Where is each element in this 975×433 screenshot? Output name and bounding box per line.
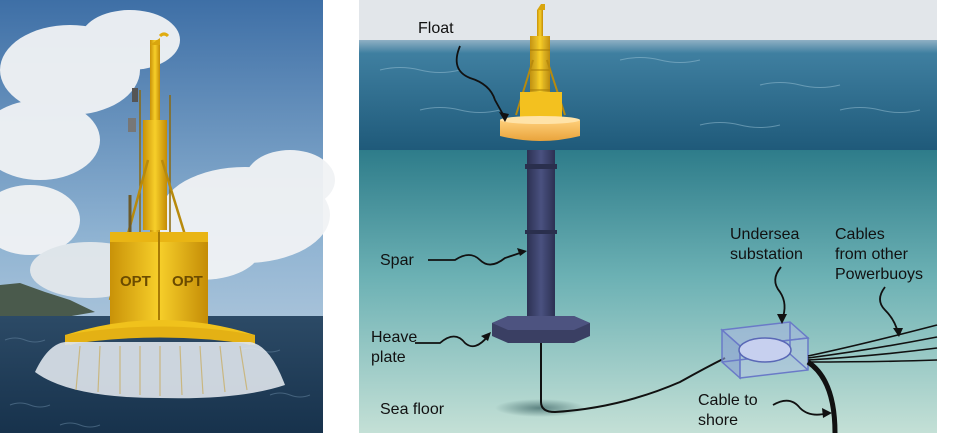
label-substation-line2: substation bbox=[730, 246, 803, 263]
label-cables-line1: Cables bbox=[835, 226, 885, 243]
buoy-photo: OPT OPT bbox=[0, 0, 335, 433]
label-cable-to-shore-line2: shore bbox=[698, 412, 738, 429]
label-spar: Spar bbox=[380, 252, 414, 269]
callout-lines bbox=[415, 45, 899, 416]
label-sea-floor: Sea floor bbox=[380, 401, 445, 418]
buoy-mast bbox=[515, 4, 566, 118]
photo-mountain bbox=[0, 283, 95, 318]
label-heave-plate-line1: Heave bbox=[371, 329, 417, 346]
float bbox=[500, 120, 580, 141]
powerbuoy-diagram: Float Spar Heave plate Sea floor Underse… bbox=[359, 0, 938, 433]
cable-to-substation bbox=[540, 343, 726, 414]
seafloor-shadow bbox=[495, 399, 585, 417]
label-cables-line3: Powerbuoys bbox=[835, 266, 923, 283]
undersea-substation bbox=[720, 321, 810, 380]
buoy-marking-right: OPT bbox=[172, 273, 203, 290]
cable-to-shore bbox=[806, 359, 838, 433]
callout-arrowheads bbox=[481, 112, 903, 418]
diagram-sky bbox=[359, 0, 937, 44]
cables-other-powerbuoys bbox=[807, 324, 938, 363]
label-cables-line2: from other bbox=[835, 246, 909, 263]
sea-surface bbox=[359, 40, 937, 150]
underwater bbox=[359, 150, 937, 433]
label-float: Float bbox=[418, 20, 454, 37]
spar bbox=[527, 150, 555, 324]
surface-ripples bbox=[379, 57, 921, 128]
photo-buoy: OPT OPT bbox=[35, 32, 285, 399]
label-substation-line1: Undersea bbox=[730, 226, 799, 243]
label-heave-plate-line2: plate bbox=[371, 349, 406, 366]
buoy-marking-left: OPT bbox=[120, 273, 151, 290]
float-top bbox=[500, 116, 580, 124]
label-cable-to-shore-line1: Cable to bbox=[698, 392, 758, 409]
